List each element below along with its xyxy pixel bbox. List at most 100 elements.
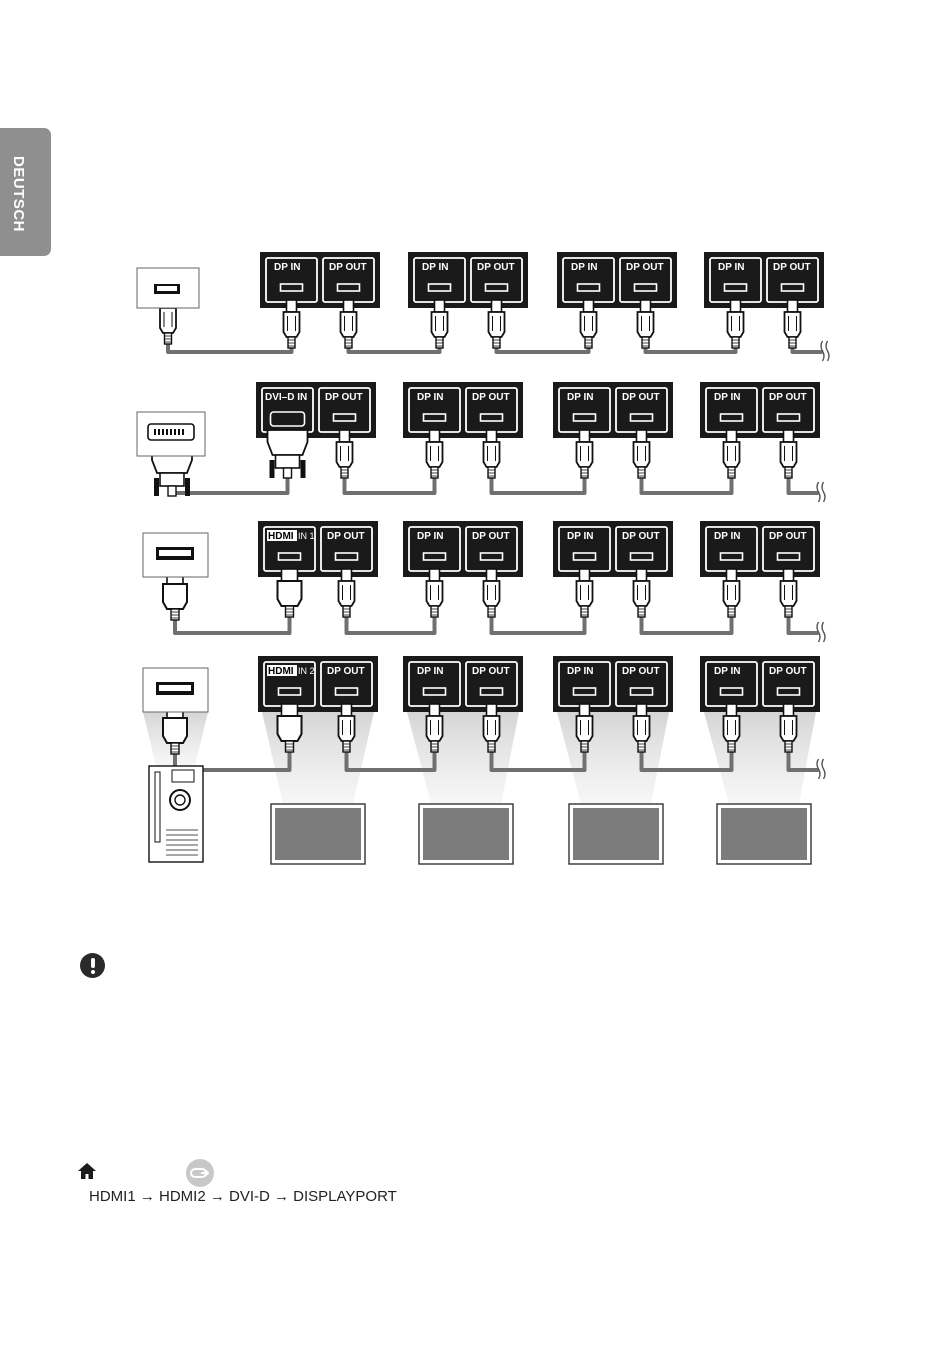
cable-continue-icon-r1	[821, 341, 829, 361]
dp-plug-out-r3-m3	[634, 569, 650, 617]
hdmi-in-label: IN 1	[298, 531, 315, 541]
dp-plug-in-r1-m3	[581, 300, 597, 348]
dp-out-label: DP OUT	[325, 392, 363, 403]
monitor-panel-r2-m4: DP IN DP OUT	[700, 382, 820, 438]
dp-in-label: DP IN	[718, 262, 745, 273]
chain-cable-r2-1	[345, 478, 435, 493]
source-cable-r3	[175, 617, 290, 633]
dvi-source-device	[137, 412, 205, 456]
dp-in-label: DP IN	[714, 666, 741, 677]
chain-cable-r3-2	[492, 617, 585, 633]
dp-out-label: DP OUT	[327, 666, 365, 677]
dp-plug-out-r3-m2	[484, 569, 500, 617]
hdmi-plug-source-r3	[163, 572, 187, 620]
dp-out-label: DP OUT	[769, 392, 807, 403]
input-source-icon	[186, 1159, 214, 1187]
dp-plug-out-r2-m3	[634, 430, 650, 478]
dp-plug-in-r1-m2	[432, 300, 448, 348]
dp-out-label: DP OUT	[626, 262, 664, 273]
dp-plug-in-r2-m2	[427, 430, 443, 478]
dp-in-label: DP IN	[714, 531, 741, 542]
hdmi-logo-label: HDMI	[268, 666, 294, 677]
note-exclamation-icon	[80, 953, 105, 978]
home-icon	[77, 1162, 97, 1180]
monitor-panel-r3-m4: DP IN DP OUT	[700, 521, 820, 577]
dp-out-label: DP OUT	[773, 262, 811, 273]
hdmi-logo-label: HDMI	[268, 531, 294, 542]
light-beam-4	[704, 712, 816, 804]
chain-cable-r1-1	[349, 348, 440, 352]
dp-in-label: DP IN	[417, 531, 444, 542]
source-cable-r1	[168, 344, 292, 352]
dp-out-label: DP OUT	[472, 531, 510, 542]
dp-out-label: DP OUT	[769, 531, 807, 542]
dp-out-label: DP OUT	[477, 262, 515, 273]
tail-cable-r3	[789, 617, 819, 633]
dp-in-label: DP IN	[422, 262, 449, 273]
dp-in-label: DP IN	[571, 262, 598, 273]
dp-in-label: DP IN	[417, 392, 444, 403]
dp-plug-in-r1-m1	[284, 300, 300, 348]
dp-out-label: DP OUT	[327, 531, 365, 542]
dp-in-label: DP IN	[567, 531, 594, 542]
monitor-panel-r2-m3: DP IN DP OUT	[553, 382, 673, 438]
dp-out-label: DP OUT	[329, 262, 367, 273]
display-screen-4	[717, 804, 811, 864]
pc-source-device	[143, 668, 208, 712]
dp-in-label: DP IN	[274, 262, 301, 273]
chain-cable-r2-2	[492, 478, 585, 493]
monitor-panel-r4-m3: DP IN DP OUT	[553, 656, 673, 712]
display-screen-3	[569, 804, 663, 864]
dp-plug-in-r3-m4	[724, 569, 740, 617]
hdmi-source-device	[143, 533, 208, 577]
input-priority-sequence: HDMI1 → HDMI2 → DVI-D → DISPLAYPORT	[89, 1188, 397, 1205]
light-beam-3	[557, 712, 669, 804]
dp-out-label: DP OUT	[622, 392, 660, 403]
monitor-panel-r3-m2: DP IN DP OUT	[403, 521, 523, 577]
dp-out-label: DP OUT	[769, 666, 807, 677]
monitor-panel-r1-m4: DP IN DP OUT	[704, 252, 824, 308]
hdmi-in-label: IN 2	[298, 666, 315, 676]
monitor-panel-r1-m1: DP IN DP OUT	[260, 252, 380, 308]
dp-in-label: DP IN	[567, 666, 594, 677]
dp-plug-out-r1-m1	[341, 300, 357, 348]
dp-plug-out-r3-m1	[339, 569, 355, 617]
chain-cable-r1-2	[497, 348, 589, 352]
chain-cable-r1-3	[646, 348, 736, 352]
chain-cable-r2-3	[642, 478, 732, 493]
dp-plug-out-r1-m3	[638, 300, 654, 348]
tail-cable-r1	[793, 348, 823, 352]
dvi-plug-r2	[268, 430, 308, 478]
monitor-panel-r4-m4: DP IN DP OUT	[700, 656, 820, 712]
display-screen-2	[419, 804, 513, 864]
displayport-source-device	[137, 268, 199, 308]
dp-in-label: DP IN	[567, 392, 594, 403]
dp-plug-out-r2-m1	[337, 430, 353, 478]
hdmi-plug-in-r3	[278, 569, 302, 617]
dp-plug-in-r2-m4	[724, 430, 740, 478]
dp-plug-out-r1-m4	[785, 300, 801, 348]
dp-out-label: DP OUT	[472, 666, 510, 677]
light-beam-2	[407, 712, 519, 804]
monitor-panel-r1-m3: DP IN DP OUT	[557, 252, 677, 308]
chain-cable-r3-1	[347, 617, 435, 633]
display-screen-1	[271, 804, 365, 864]
tail-cable-r2	[789, 478, 819, 493]
pc-tower-icon	[149, 766, 203, 862]
monitor-panel-r1-m2: DP IN DP OUT	[408, 252, 528, 308]
cable-continue-icon-r4	[817, 759, 825, 779]
dp-plug-out-r3-m4	[781, 569, 797, 617]
dp-out-label: DP OUT	[622, 531, 660, 542]
dp-plug-in-r2-m3	[577, 430, 593, 478]
monitor-panel-r3-m3: DP IN DP OUT	[553, 521, 673, 577]
dp-in-label: DP IN	[714, 392, 741, 403]
dp-plug-in-r3-m2	[427, 569, 443, 617]
dp-plug-out-r1-m2	[489, 300, 505, 348]
dp-out-label: DP OUT	[622, 666, 660, 677]
dp-plug-in-r1-m4	[728, 300, 744, 348]
monitor-panel-r3-m1: HDMI IN 1 DP OUT	[258, 521, 378, 577]
cable-continue-icon-r3	[817, 622, 825, 642]
monitor-panel-r4-m1: HDMI IN 2 DP OUT	[258, 656, 378, 712]
